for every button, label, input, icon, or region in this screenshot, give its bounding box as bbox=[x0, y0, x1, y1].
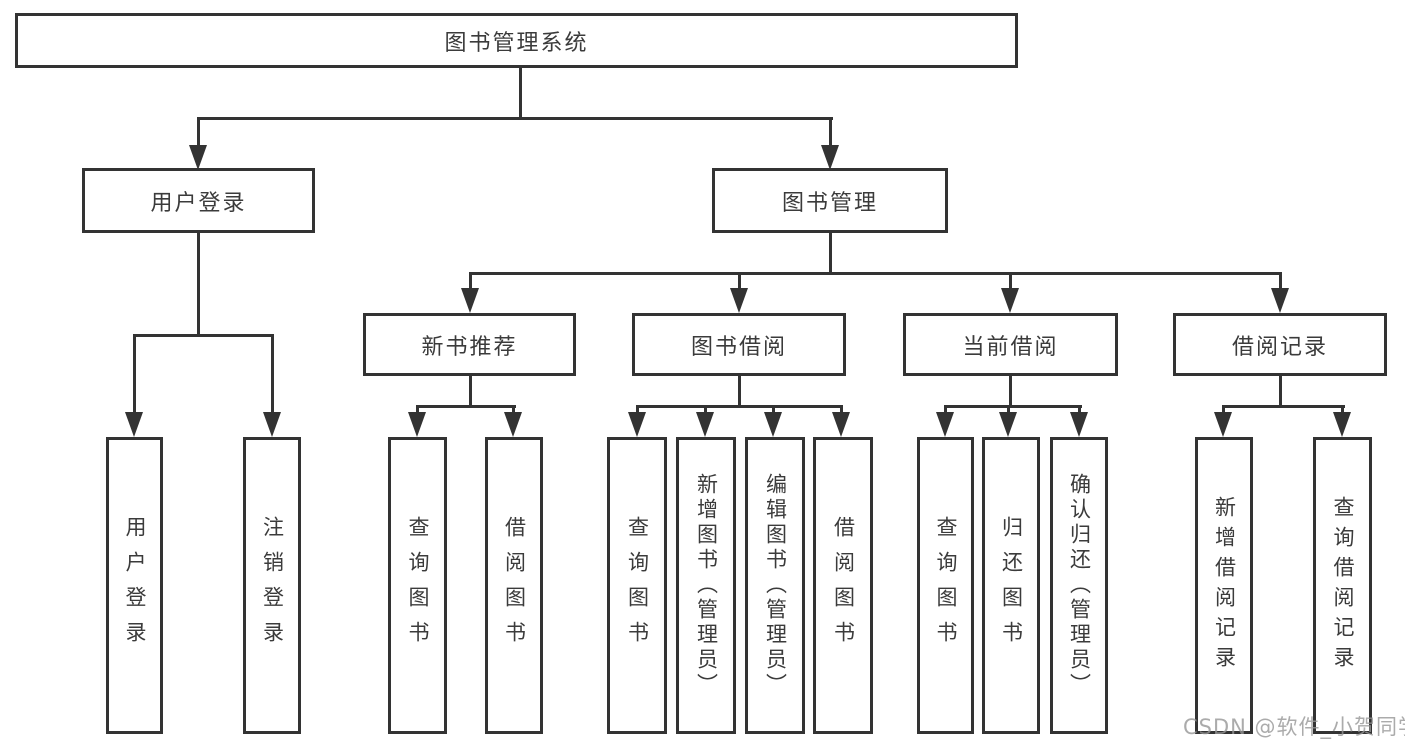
arrow-down-icon bbox=[821, 145, 839, 170]
node-book-management: 图书管理 bbox=[712, 168, 948, 233]
leaf-return-books-label: 归还图书 bbox=[999, 515, 1024, 656]
arrow-down-icon bbox=[189, 145, 207, 170]
node-borrowing-records-label: 借阅记录 bbox=[1231, 334, 1328, 360]
leaf-query-borrow-record-label: 查询借阅记录 bbox=[1331, 495, 1355, 676]
connector-book-drop bbox=[829, 231, 832, 275]
leaf-query-books-recommend-label: 查询图书 bbox=[406, 515, 430, 656]
connector-stem bbox=[829, 117, 832, 147]
leaf-edit-books-admin: 编辑图书（管理员） bbox=[745, 437, 805, 734]
leaf-logout-label: 注销登录 bbox=[260, 515, 285, 656]
leaf-logout: 注销登录 bbox=[243, 437, 301, 734]
connector-sec2-drop bbox=[1009, 374, 1012, 408]
connector-sec1-bus bbox=[636, 405, 843, 408]
node-book-borrowing: 图书借阅 bbox=[632, 313, 846, 376]
connector-sec2-bus bbox=[944, 405, 1082, 408]
connector-stem bbox=[704, 405, 707, 415]
arrow-down-icon bbox=[408, 412, 426, 437]
connector-root-drop bbox=[519, 66, 522, 120]
watermark-text: CSDN @软件_小贺同学 bbox=[1183, 715, 1405, 739]
leaf-confirm-return-admin-label: 确认归还（管理员） bbox=[1067, 473, 1092, 698]
arrow-down-icon bbox=[1214, 412, 1232, 437]
connector-user-drop bbox=[197, 231, 200, 337]
leaf-user-login: 用户登录 bbox=[106, 437, 163, 734]
connector-stem bbox=[1341, 405, 1344, 415]
connector-stem bbox=[469, 272, 472, 290]
connector-stem bbox=[512, 405, 515, 415]
leaf-add-borrow-record: 新增借阅记录 bbox=[1195, 437, 1253, 734]
leaf-query-books-current: 查询图书 bbox=[917, 437, 974, 734]
connector-sec3-bus bbox=[1222, 405, 1345, 408]
connector-level3-bus bbox=[469, 272, 1282, 275]
connector-stem bbox=[1009, 272, 1012, 290]
connector-sec1-drop bbox=[738, 374, 741, 408]
node-new-book-recommendation: 新书推荐 bbox=[363, 313, 576, 376]
connector-stem bbox=[944, 405, 947, 415]
connector-stem bbox=[738, 272, 741, 290]
leaf-query-books-recommend: 查询图书 bbox=[388, 437, 447, 734]
arrow-down-icon bbox=[730, 288, 748, 313]
node-borrowing-records: 借阅记录 bbox=[1173, 313, 1387, 376]
arrow-down-icon bbox=[764, 412, 782, 437]
leaf-add-borrow-record-label: 新增借阅记录 bbox=[1212, 495, 1237, 676]
leaf-confirm-return-admin: 确认归还（管理员） bbox=[1050, 437, 1108, 734]
connector-sec0-drop bbox=[469, 374, 472, 408]
arrow-down-icon bbox=[696, 412, 714, 437]
leaf-query-books-borrow-label: 查询图书 bbox=[625, 515, 650, 656]
leaf-borrow-books: 借阅图书 bbox=[813, 437, 873, 734]
leaf-borrow-books-label: 借阅图书 bbox=[831, 515, 856, 656]
arrow-down-icon bbox=[263, 412, 281, 437]
arrow-down-icon bbox=[461, 288, 479, 313]
connector-stem bbox=[1007, 405, 1010, 415]
leaf-query-books-borrow: 查询图书 bbox=[607, 437, 667, 734]
arrow-down-icon bbox=[936, 412, 954, 437]
node-user-login: 用户登录 bbox=[82, 168, 315, 233]
connector-stem bbox=[636, 405, 639, 415]
connector-stem bbox=[271, 334, 274, 414]
leaf-edit-books-admin-label: 编辑图书（管理员） bbox=[763, 473, 788, 698]
connector-stem bbox=[197, 117, 200, 147]
node-library-system-label: 图书管理系统 bbox=[444, 30, 589, 56]
arrow-down-icon bbox=[125, 412, 143, 437]
connector-sec0-bus bbox=[416, 405, 516, 408]
connector-sec3-drop bbox=[1279, 374, 1282, 408]
leaf-return-books: 归还图书 bbox=[982, 437, 1040, 734]
connector-user-bus bbox=[133, 334, 274, 337]
arrow-down-icon bbox=[1001, 288, 1019, 313]
leaf-query-borrow-record: 查询借阅记录 bbox=[1313, 437, 1372, 734]
arrow-down-icon bbox=[1271, 288, 1289, 313]
arrow-down-icon bbox=[1070, 412, 1088, 437]
arrow-down-icon bbox=[504, 412, 522, 437]
node-library-system: 图书管理系统 bbox=[15, 13, 1018, 68]
connector-stem bbox=[1222, 405, 1225, 415]
connector-stem bbox=[1078, 405, 1081, 415]
arrow-down-icon bbox=[628, 412, 646, 437]
leaf-add-books-admin-label: 新增图书（管理员） bbox=[694, 473, 719, 698]
connector-stem bbox=[416, 405, 419, 415]
node-book-borrowing-label: 图书借阅 bbox=[690, 334, 787, 360]
arrow-down-icon bbox=[1333, 412, 1351, 437]
arrow-down-icon bbox=[832, 412, 850, 437]
connector-stem bbox=[1279, 272, 1282, 290]
leaf-borrow-books-recommend-label: 借阅图书 bbox=[502, 515, 527, 656]
node-current-borrowing-label: 当前借阅 bbox=[962, 334, 1059, 360]
connector-stem bbox=[133, 334, 136, 414]
node-user-login-label: 用户登录 bbox=[150, 190, 247, 216]
node-new-book-recommendation-label: 新书推荐 bbox=[421, 334, 518, 360]
leaf-user-login-label: 用户登录 bbox=[123, 515, 147, 656]
connector-stem bbox=[772, 405, 775, 415]
node-current-borrowing: 当前借阅 bbox=[903, 313, 1118, 376]
arrow-down-icon bbox=[999, 412, 1017, 437]
leaf-borrow-books-recommend: 借阅图书 bbox=[485, 437, 543, 734]
leaf-add-books-admin: 新增图书（管理员） bbox=[676, 437, 736, 734]
node-book-management-label: 图书管理 bbox=[781, 190, 878, 216]
leaf-query-books-current-label: 查询图书 bbox=[934, 515, 958, 656]
connector-level2-bus bbox=[197, 117, 833, 120]
connector-stem bbox=[840, 405, 843, 415]
